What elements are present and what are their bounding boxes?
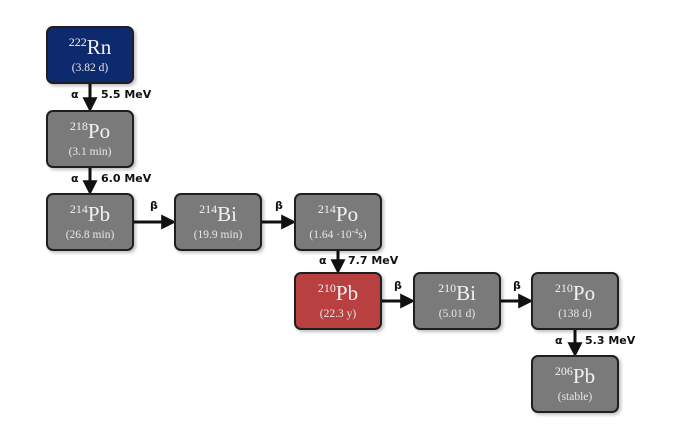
nuclide-symbol: 218Po [69, 119, 111, 143]
half-life: (138 d) [558, 308, 592, 320]
decay-mode-label: α [71, 172, 79, 185]
nuclide-rn222: 222Rn (3.82 d) [46, 26, 134, 84]
nuclide-pb214: 214Pb (26.8 min) [46, 193, 134, 251]
decay-mode-label: α [319, 254, 327, 267]
nuclide-po210: 210Po (138 d) [531, 272, 619, 330]
nuclide-po214: 214Po (1.64 ·10-4s) [294, 193, 382, 251]
decay-energy-label: 7.7 MeV [348, 254, 399, 267]
half-life: (19.9 min) [193, 229, 243, 241]
half-life: (5.01 d) [438, 308, 476, 320]
nuclide-symbol: 206Pb [554, 364, 596, 388]
nuclide-symbol: 214Po [317, 202, 359, 226]
nuclide-symbol: 210Pb [317, 281, 359, 305]
half-life: (stable) [557, 391, 593, 403]
half-life: (1.64 ·10-4s) [309, 227, 367, 242]
half-life: (3.82 d) [71, 62, 109, 74]
half-life: (3.1 min) [68, 146, 112, 158]
nuclide-po218: 218Po (3.1 min) [46, 110, 134, 168]
nuclide-pb210: 210Pb (22.3 y) [294, 272, 382, 330]
decay-mode-label: β [394, 279, 402, 292]
decay-energy-label: 5.5 MeV [101, 88, 152, 101]
nuclide-symbol: 210Po [554, 281, 596, 305]
nuclide-bi210: 210Bi (5.01 d) [413, 272, 501, 330]
decay-mode-label: β [513, 279, 521, 292]
decay-mode-label: α [555, 334, 563, 347]
half-life: (22.3 y) [319, 308, 357, 320]
decay-mode-label: β [275, 199, 283, 212]
nuclide-bi214: 214Bi (19.9 min) [174, 193, 262, 251]
nuclide-symbol: 214Pb [69, 202, 111, 226]
decay-mode-label: α [71, 88, 79, 101]
decay-mode-label: β [150, 199, 158, 212]
half-life: (26.8 min) [65, 229, 115, 241]
decay-energy-label: 6.0 MeV [101, 172, 152, 185]
nuclide-symbol: 222Rn [68, 35, 112, 59]
nuclide-symbol: 214Bi [199, 202, 237, 226]
nuclide-symbol: 210Bi [438, 281, 476, 305]
nuclide-pb206: 206Pb (stable) [531, 355, 619, 413]
decay-energy-label: 5.3 MeV [585, 334, 636, 347]
